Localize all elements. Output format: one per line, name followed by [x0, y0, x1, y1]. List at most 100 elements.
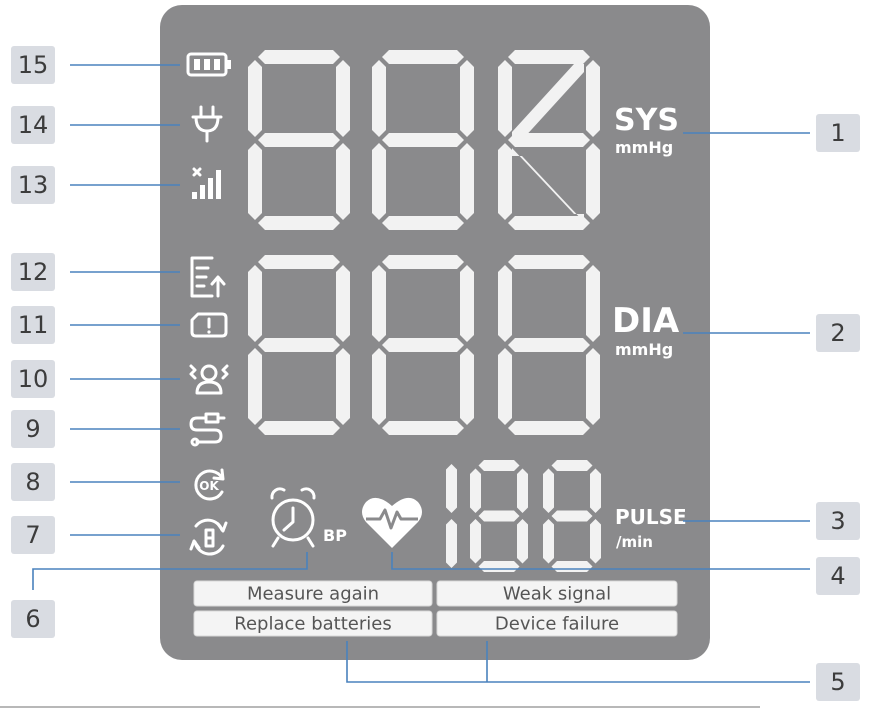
- dia-digit-1-seg-c: [336, 348, 350, 425]
- pulse-digit-2-seg-e: [470, 519, 481, 564]
- msg-box-measure-again: [193, 580, 433, 607]
- pulse-digit-2-seg-g: [478, 510, 520, 522]
- pulse-digit-3-seg-g: [551, 510, 593, 522]
- sys-digit-3-seg-f: [498, 60, 512, 137]
- sys-digit-3-seg-b: [586, 60, 600, 137]
- dia-digit-1-seg-f: [248, 265, 262, 342]
- callout-2: 2: [816, 314, 860, 352]
- callout-14: 14: [11, 106, 55, 144]
- sys-digit-2-seg-f: [372, 60, 386, 137]
- sys-digit-3-seg-diag-lower: [512, 148, 584, 222]
- sys-digit-2-seg-d: [382, 216, 464, 230]
- callout-7: 7: [11, 516, 55, 554]
- svg-text:1: 1: [830, 119, 845, 147]
- sys-digit-2-seg-b: [460, 60, 474, 137]
- svg-text:6: 6: [25, 605, 40, 633]
- alarm-clock-icon: [270, 487, 316, 548]
- leader-lines: [32, 64, 810, 683]
- dia-unit: mmHg: [615, 340, 673, 359]
- pulse-digit-1-seg-c: [446, 519, 457, 568]
- msg-measure-again: Measure again: [247, 584, 379, 605]
- callout-4: 4: [816, 557, 860, 595]
- cycle-icon: [189, 518, 228, 556]
- data-upload-icon: [190, 256, 226, 298]
- sys-digit-3-seg-a: [508, 50, 590, 64]
- callout-12: 12: [11, 253, 55, 291]
- svg-text:10: 10: [18, 365, 49, 393]
- signal-icon: [192, 167, 221, 199]
- dia-digit-1-seg-g: [258, 338, 340, 352]
- battery-icon: [186, 52, 231, 77]
- dia-digit-2-seg-f: [372, 265, 386, 342]
- msg-device-failure: Device failure: [495, 614, 619, 635]
- svg-text:OK: OK: [199, 479, 219, 493]
- dia-label: DIA: [612, 301, 680, 341]
- sys-digit-3-seg-e: [498, 143, 512, 220]
- pulse-label: PULSE: [615, 505, 687, 529]
- svg-text:14: 14: [18, 111, 49, 139]
- pulse-digit-3-seg-c: [590, 519, 601, 564]
- dia-digit-2-seg-b: [460, 265, 474, 342]
- dia-digit-3-seg-b: [586, 265, 600, 342]
- callout-13: 13: [11, 166, 55, 204]
- sys-digit-3-seg-c: [586, 143, 600, 220]
- callout-6: 6: [11, 600, 55, 638]
- msg-weak-signal: Weak signal: [503, 584, 611, 605]
- dia-digit-3-seg-d: [508, 421, 590, 435]
- pulse-digit-3-seg-a: [551, 460, 593, 471]
- sys-digit-2-seg-a: [382, 50, 464, 64]
- dia-digit-2-seg-e: [372, 348, 386, 425]
- callout-11: 11: [11, 306, 55, 344]
- pulse-digit-3-seg-b: [590, 468, 601, 513]
- pulse-digit-1-seg-b: [446, 464, 457, 513]
- callout-8: 8: [11, 463, 55, 501]
- cuff-tube-icon: [189, 412, 226, 447]
- svg-text:9: 9: [25, 415, 40, 443]
- svg-text:4: 4: [830, 562, 845, 590]
- sys-digit-1-seg-a: [258, 50, 340, 64]
- heart-pulse-icon: [362, 497, 422, 548]
- sys-digit-1-seg-f: [248, 60, 262, 137]
- dia-digit-2-seg-d: [382, 421, 464, 435]
- pulse-digit-2-seg-a: [478, 460, 520, 471]
- bp-label: BP: [323, 526, 347, 545]
- ok-icon: OK: [194, 468, 225, 501]
- callout-15: 15: [11, 46, 55, 84]
- callout-9: 9: [11, 410, 55, 448]
- dia-digit-3-seg-e: [498, 348, 512, 425]
- callout-10: 10: [11, 360, 55, 398]
- sys-digit-2-seg-e: [372, 143, 386, 220]
- pulse-digit-3-seg-e: [543, 519, 554, 564]
- sys-digit-3-seg-d: [508, 216, 590, 230]
- pulse-digit-2-seg-d: [478, 561, 520, 572]
- plug-icon: [191, 105, 223, 143]
- dia-digit-3-seg-f: [498, 265, 512, 342]
- svg-text:3: 3: [830, 507, 845, 535]
- segment-digits: [248, 50, 601, 572]
- pulse-digit-2-seg-b: [517, 468, 528, 513]
- sys-digit-1-seg-c: [336, 143, 350, 220]
- msg-box-device-failure: [436, 610, 678, 637]
- svg-text:2: 2: [830, 319, 845, 347]
- dia-digit-1-seg-d: [258, 421, 340, 435]
- sys-digit-3-seg-g: [508, 133, 590, 147]
- svg-text:11: 11: [18, 311, 49, 339]
- sys-label: SYS: [614, 103, 679, 138]
- callout-5: 5: [816, 663, 860, 701]
- dia-digit-2-seg-a: [382, 255, 464, 269]
- callout-3: 3: [816, 502, 860, 540]
- dia-digit-2-seg-c: [460, 348, 474, 425]
- msg-box-weak-signal: [436, 580, 678, 607]
- dia-digit-3-seg-g: [508, 338, 590, 352]
- msg-box-replace-batteries: [193, 610, 433, 637]
- svg-text:8: 8: [25, 468, 40, 496]
- dia-digit-1-seg-e: [248, 348, 262, 425]
- sys-digit-2-seg-g: [382, 133, 464, 147]
- sys-digit-1-seg-d: [258, 216, 340, 230]
- sys-digit-1-seg-g: [258, 133, 340, 147]
- pulse-digit-3-seg-f: [543, 468, 554, 513]
- svg-text:12: 12: [18, 258, 49, 286]
- callout-1: 1: [816, 114, 860, 152]
- dia-digit-2-seg-g: [382, 338, 464, 352]
- pulse-digit-2-seg-f: [470, 468, 481, 513]
